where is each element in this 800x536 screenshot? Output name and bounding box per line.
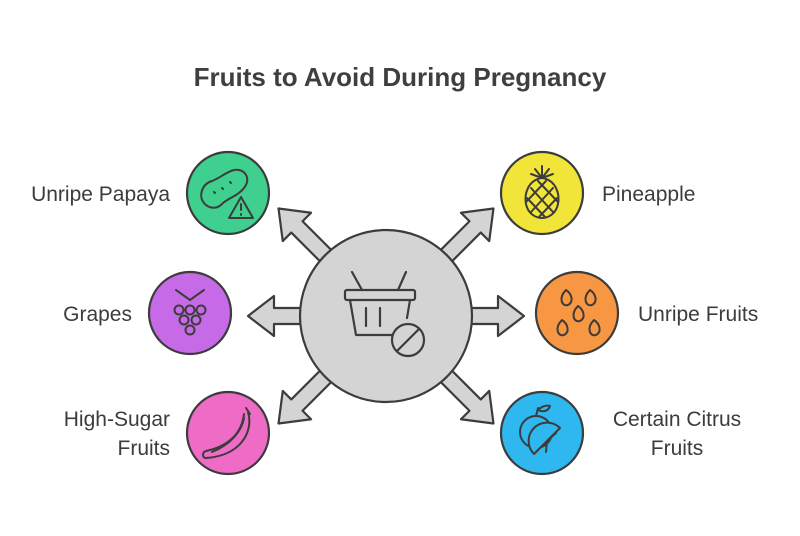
node-high-sugar-fruits <box>185 390 271 476</box>
label-unripe-fruits: Unripe Fruits <box>638 303 759 326</box>
node-unripe-papaya <box>185 150 271 236</box>
pineapple-icon <box>524 165 560 219</box>
label-unripe-papaya: Unripe Papaya <box>31 183 170 206</box>
label-high-sugar-fruits: High-Sugar Fruits <box>10 405 170 463</box>
label-citrus-line2: Fruits <box>650 437 704 460</box>
center-hub <box>298 228 474 404</box>
label-grapes: Grapes <box>63 303 132 326</box>
papaya-warning-icon <box>200 168 254 219</box>
label-high-sugar-line2: Fruits <box>117 437 171 460</box>
label-citrus-line1: Certain Citrus <box>612 408 742 431</box>
node-certain-citrus-fruits <box>499 390 585 476</box>
node-pineapple <box>499 150 585 236</box>
node-grapes <box>147 270 233 356</box>
label-high-sugar-line1: High-Sugar <box>63 408 170 431</box>
diagram-title: Fruits to Avoid During Pregnancy <box>193 62 607 92</box>
grapes-icon <box>173 289 207 336</box>
banana-icon <box>202 407 251 459</box>
node-unripe-fruits <box>534 270 620 356</box>
basket-no-icon <box>343 270 426 358</box>
citrus-icon <box>519 404 561 455</box>
label-pineapple: Pineapple <box>602 183 696 206</box>
label-certain-citrus-fruits: Certain Citrus Fruits <box>602 405 752 463</box>
seeds-icon <box>556 289 601 337</box>
